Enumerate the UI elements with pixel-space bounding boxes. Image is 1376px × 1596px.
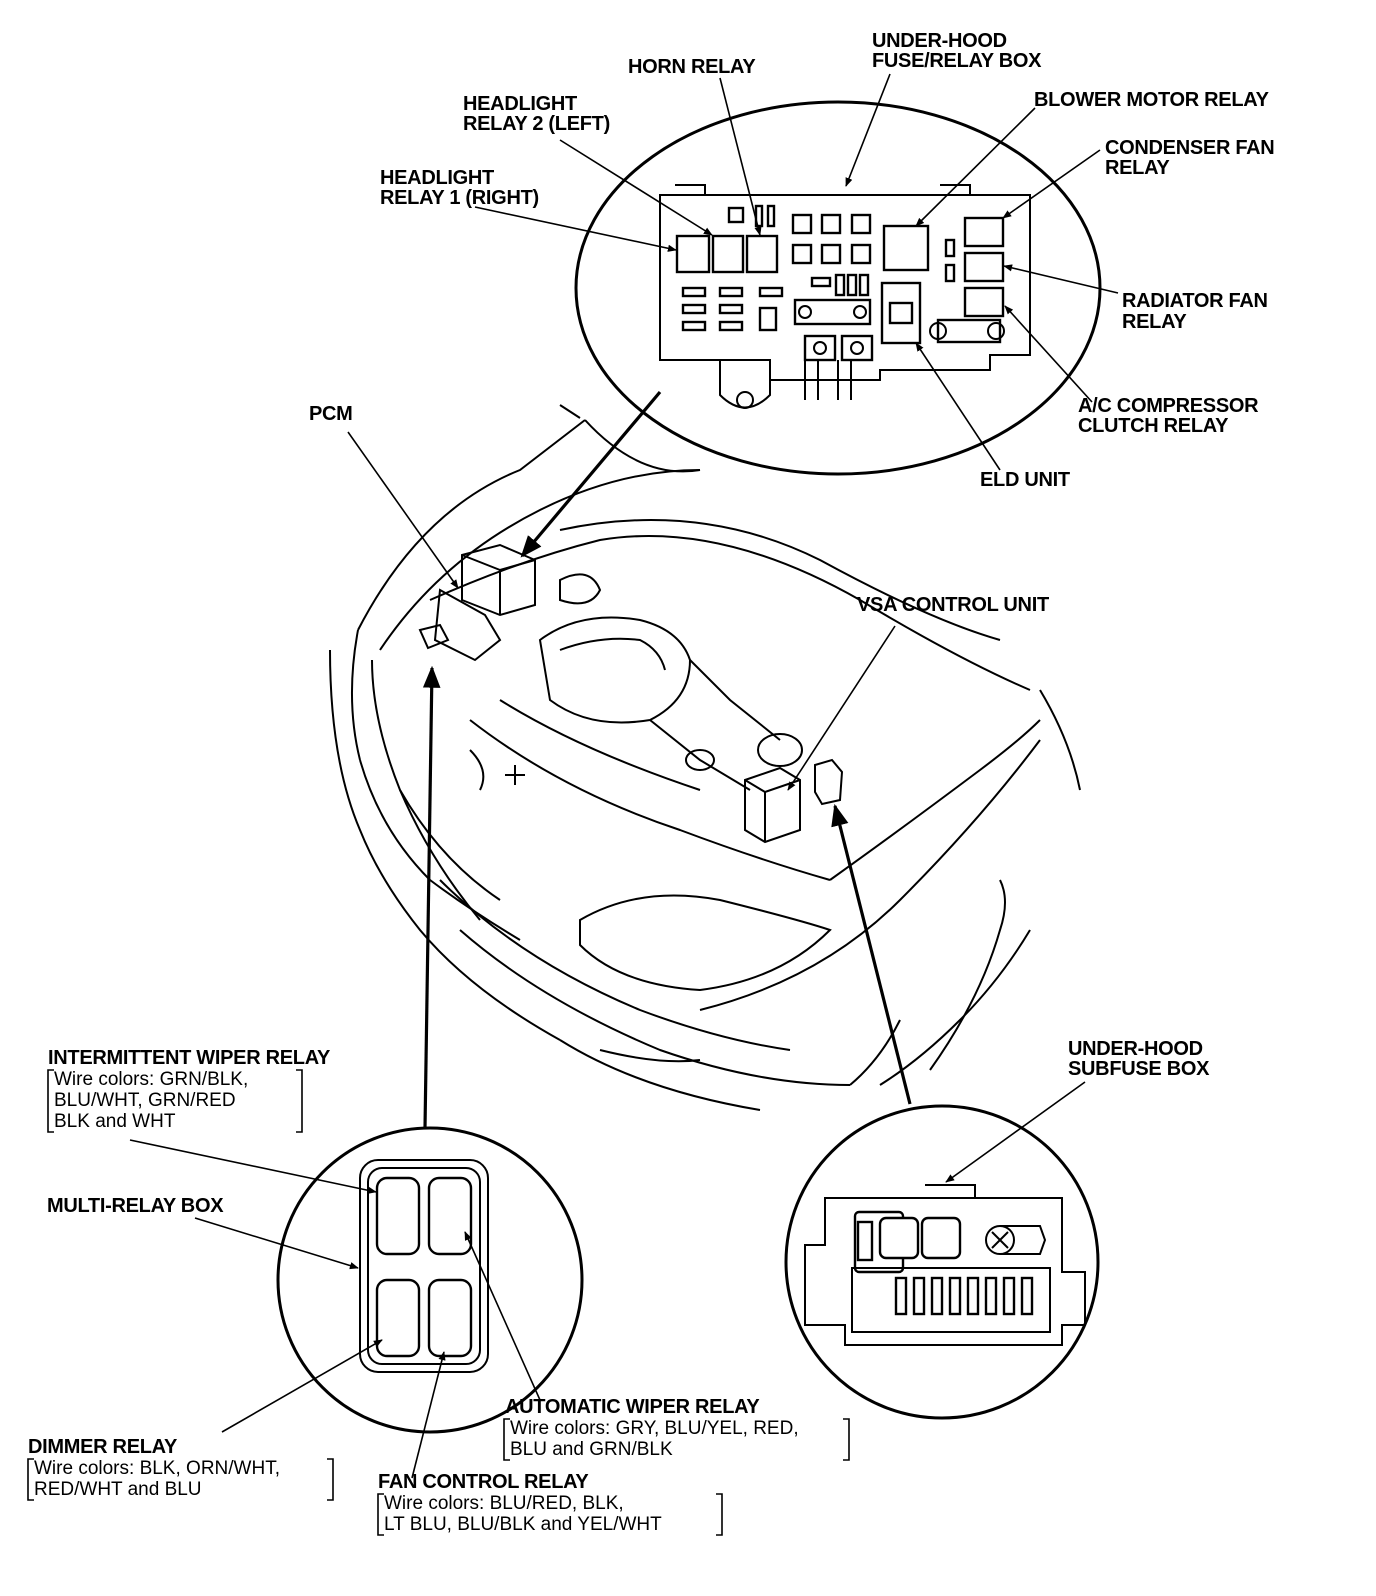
label-line: UNDER-HOOD — [1068, 1038, 1203, 1060]
label-headlight-relay-1: HEADLIGHT RELAY 1 (RIGHT) — [380, 167, 539, 209]
label-line: UNDER-HOOD — [872, 30, 1007, 52]
label-ac-compressor-clutch-relay: A/C COMPRESSOR CLUTCH RELAY — [1078, 395, 1259, 437]
label-multi-relay-box: MULTI-RELAY BOX — [47, 1195, 224, 1217]
multi-relay-box-detail — [276, 1126, 584, 1434]
label-line: HEADLIGHT — [463, 93, 577, 115]
wire-colors-line: RED/WHT and BLU — [34, 1479, 202, 1500]
label-intermittent-wiper-relay: INTERMITTENT WIPER RELAY Wire colors: GR… — [47, 1047, 331, 1133]
wire-colors-line: Wire colors: GRY, BLU/YEL, RED, — [510, 1418, 799, 1439]
label-automatic-wiper-relay: AUTOMATIC WIPER RELAY Wire colors: GRY, … — [503, 1396, 850, 1461]
label-horn-relay: HORN RELAY — [628, 56, 756, 78]
label-eld-unit: ELD UNIT — [980, 469, 1070, 491]
label-dimmer-relay: DIMMER RELAY Wire colors: BLK, ORN/WHT, … — [27, 1436, 334, 1501]
label-line: RADIATOR FAN — [1122, 290, 1268, 312]
label-fan-control-relay: FAN CONTROL RELAY Wire colors: BLU/RED, … — [377, 1471, 723, 1536]
wire-colors-line: Wire colors: BLU/RED, BLK, — [384, 1493, 624, 1514]
car-front-illustration — [329, 404, 1081, 1111]
label-line: CLUTCH RELAY — [1078, 415, 1229, 437]
wire-colors-line: Wire colors: BLK, ORN/WHT, — [34, 1458, 280, 1479]
label-line: A/C COMPRESSOR — [1078, 395, 1259, 417]
wire-colors-line: BLU and GRN/BLK — [510, 1439, 673, 1460]
label-line: RELAY 1 (RIGHT) — [380, 187, 539, 209]
fuse-box-location-arrow — [520, 390, 662, 558]
subfuse-box-detail — [784, 1104, 1100, 1420]
label-title: INTERMITTENT WIPER RELAY — [48, 1047, 331, 1069]
wire-colors-line: BLU/WHT, GRN/RED — [54, 1090, 236, 1111]
label-line: SUBFUSE BOX — [1068, 1058, 1210, 1080]
label-line: RELAY — [1122, 311, 1187, 333]
label-under-hood-subfuse-box: UNDER-HOOD SUBFUSE BOX — [1068, 1038, 1210, 1080]
label-line: FUSE/RELAY BOX — [872, 50, 1042, 72]
label-radiator-fan-relay: RADIATOR FAN RELAY — [1122, 290, 1268, 333]
label-vsa-control-unit: VSA CONTROL UNIT — [857, 594, 1049, 616]
label-condenser-fan-relay: CONDENSER FAN RELAY — [1105, 137, 1275, 179]
label-blower-motor-relay: BLOWER MOTOR RELAY — [1034, 89, 1270, 111]
label-title: AUTOMATIC WIPER RELAY — [505, 1396, 760, 1418]
label-title: DIMMER RELAY — [28, 1436, 178, 1458]
label-title: FAN CONTROL RELAY — [378, 1471, 589, 1493]
wire-colors-line: BLK and WHT — [54, 1111, 176, 1132]
wire-colors-line: LT BLU, BLU/BLK and YEL/WHT — [384, 1514, 662, 1535]
under-hood-fuse-box-detail — [574, 100, 1102, 476]
label-under-hood-fuse-box: UNDER-HOOD FUSE/RELAY BOX — [872, 30, 1042, 72]
label-line: RELAY — [1105, 157, 1170, 179]
label-line: HEADLIGHT — [380, 167, 494, 189]
wire-colors-line: Wire colors: GRN/BLK, — [54, 1069, 248, 1090]
label-headlight-relay-2: HEADLIGHT RELAY 2 (LEFT) — [463, 93, 610, 135]
multi-relay-box-location-arrow — [422, 665, 441, 1129]
label-line: RELAY 2 (LEFT) — [463, 113, 610, 135]
label-pcm: PCM — [309, 403, 353, 425]
label-line: CONDENSER FAN — [1105, 137, 1274, 159]
leader-lines — [129, 73, 1119, 1479]
subfuse-box-location-arrow — [831, 803, 912, 1105]
